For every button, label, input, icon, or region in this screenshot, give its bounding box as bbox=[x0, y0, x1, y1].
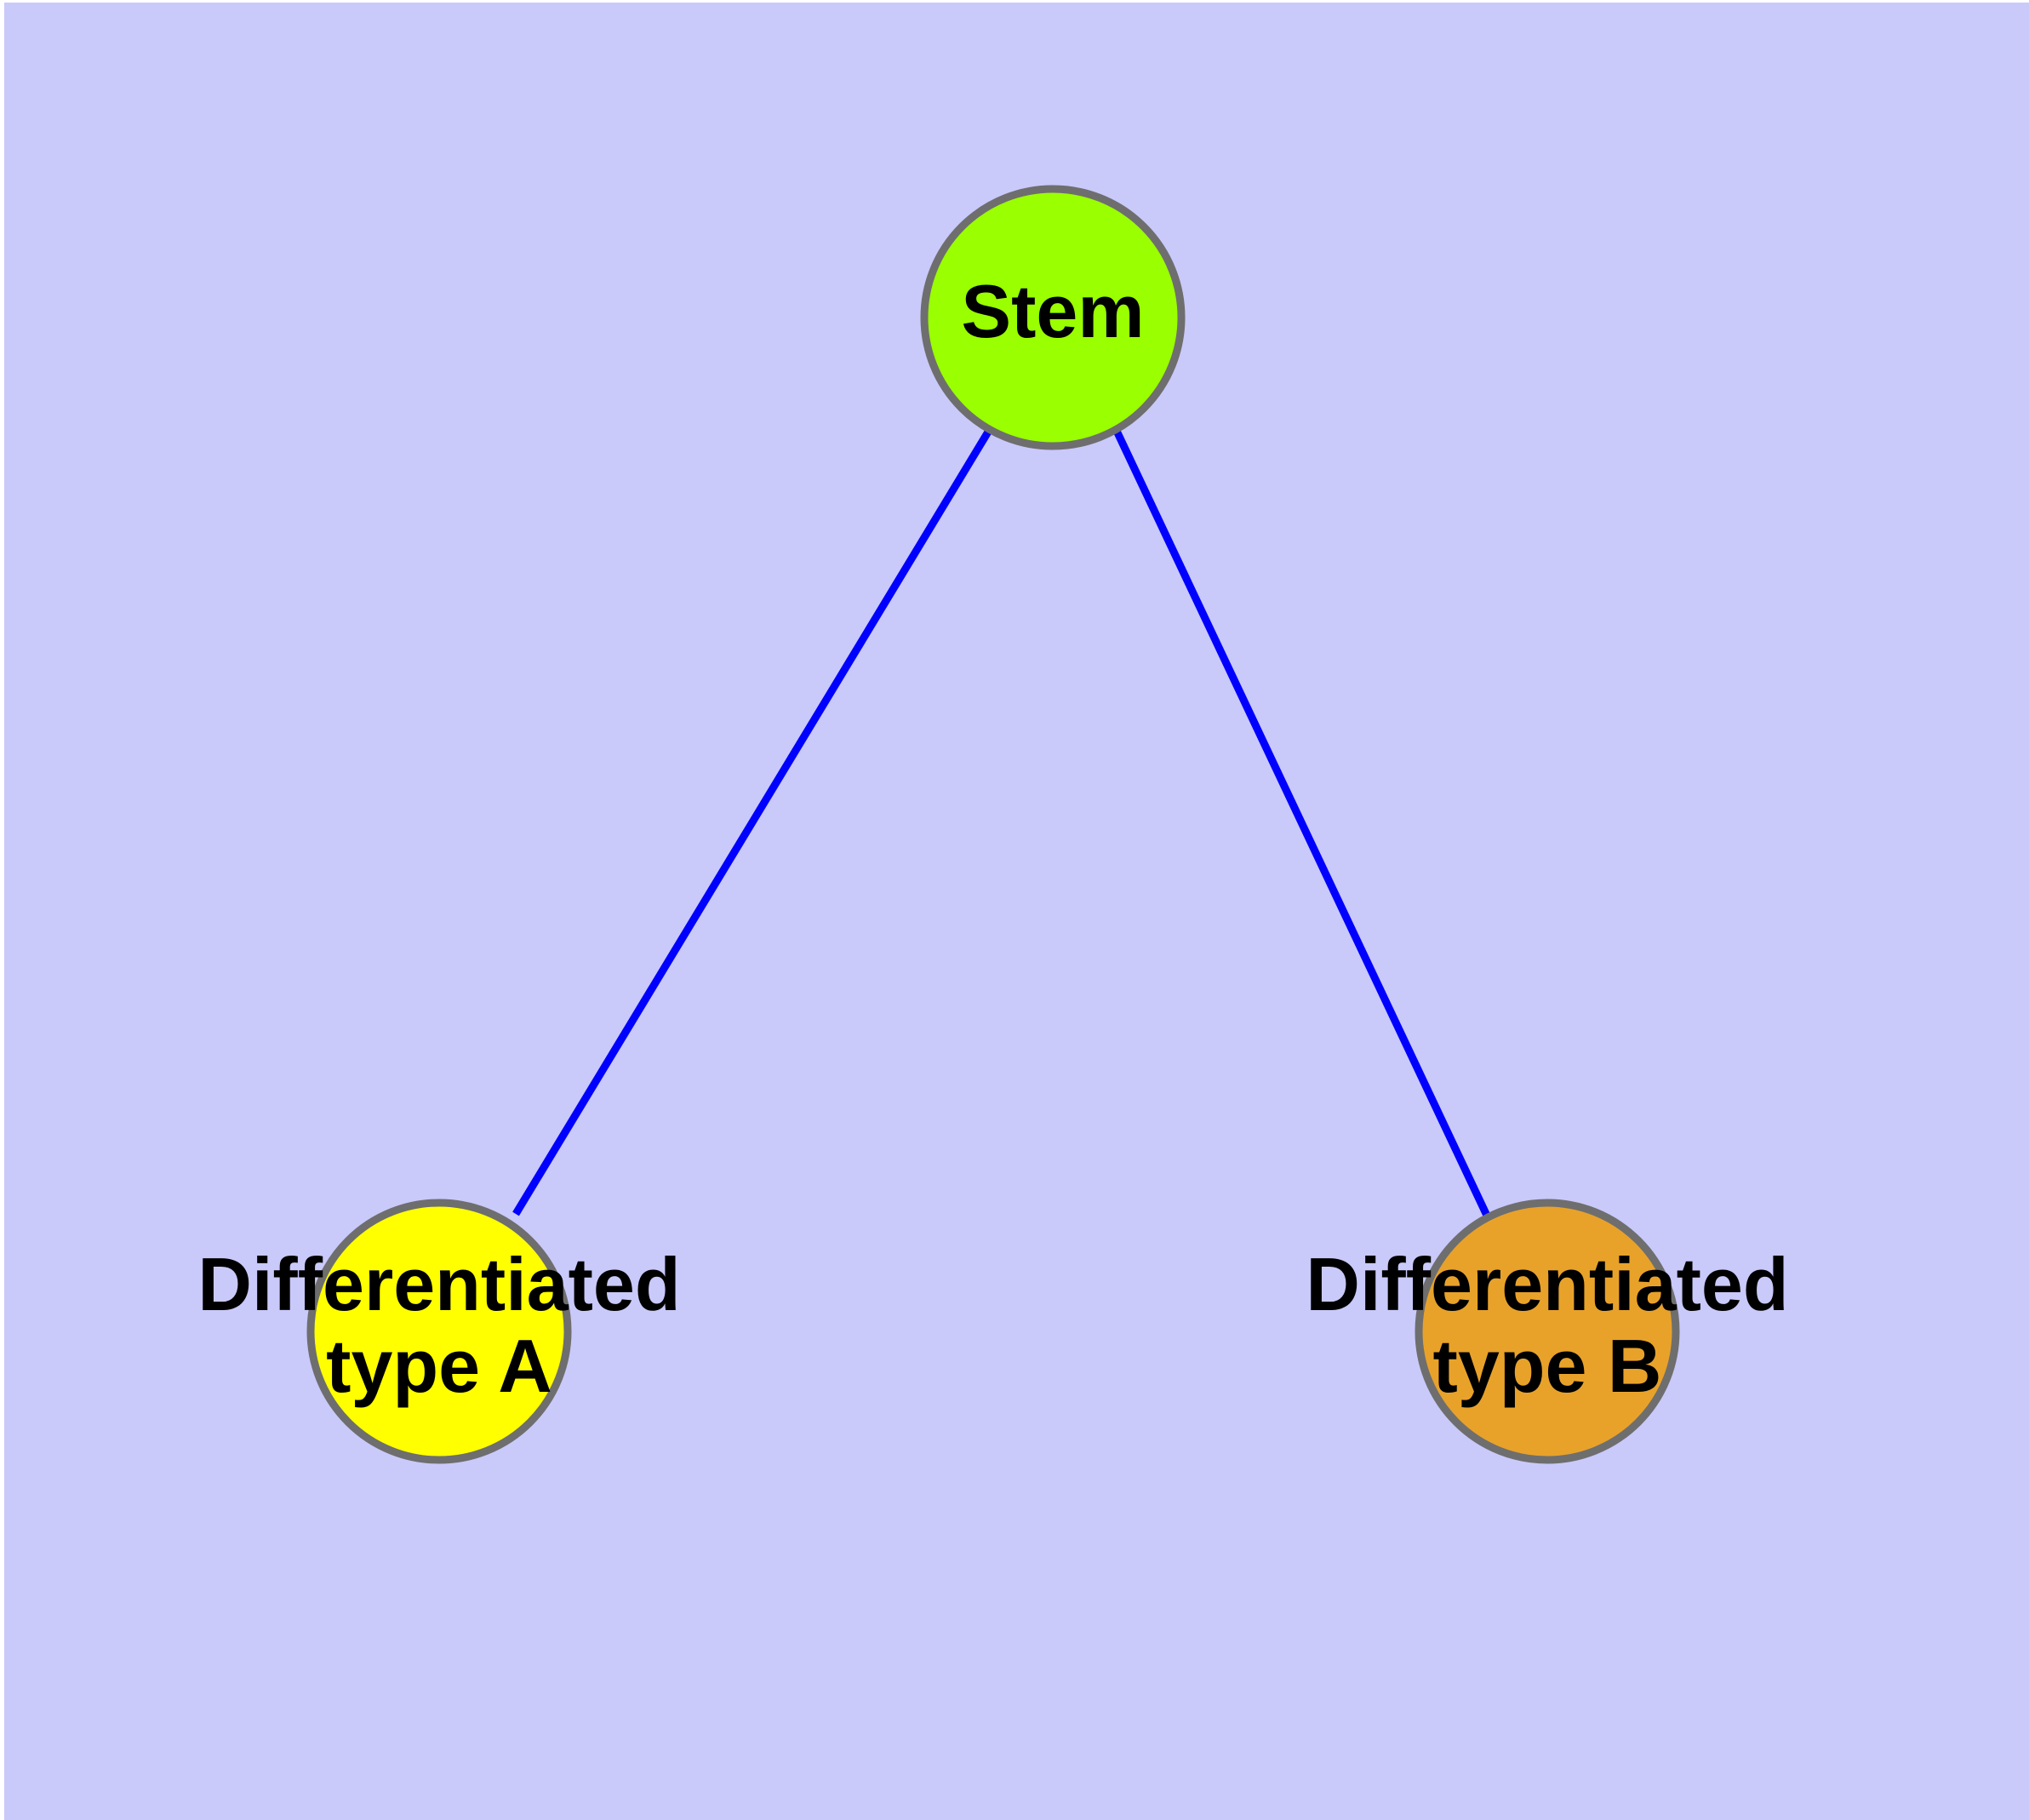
node-stem[interactable]: Stem bbox=[920, 185, 1186, 450]
node-stem-circle[interactable] bbox=[920, 185, 1186, 450]
edge-stem-to-differentiated-type-a[interactable] bbox=[512, 426, 993, 1216]
node-differentiated-type-b-circle[interactable] bbox=[1415, 1199, 1680, 1464]
edges-layer bbox=[512, 426, 1492, 1219]
node-differentiated-type-a-circle[interactable] bbox=[306, 1199, 572, 1464]
edge-stem-to-differentiated-type-b[interactable] bbox=[1112, 427, 1492, 1219]
node-stem-label: Stem bbox=[961, 269, 1144, 353]
